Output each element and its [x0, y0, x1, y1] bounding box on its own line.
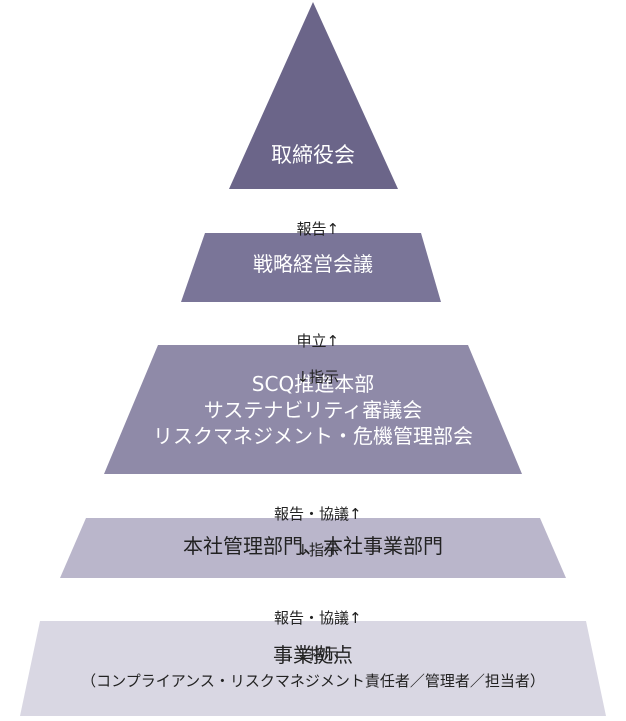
tier-3-line-2: サステナビリティ審議会 — [203, 398, 423, 422]
tier-2-line-1: 戦略経営会議 — [253, 252, 373, 276]
tier-4-line-1: 本社管理部門、本社事業部門 — [183, 534, 443, 558]
tier-4-label: 本社管理部門、本社事業部門 — [0, 535, 626, 558]
connector-3: 報告・協議↑ ↓指示 — [0, 487, 626, 559]
tier-4-shape — [60, 518, 566, 578]
tier-3-label: SCQ推進本部 サステナビリティ審議会 リスクマネジメント・危機管理部会 — [0, 371, 626, 449]
connector-4-up: 報告・協議↑ — [273, 609, 362, 627]
tier-5-shape — [20, 621, 606, 716]
tier-5-label: 事業拠点 （コンプライアンス・リスクマネジメント責任者／管理者／担当者） — [0, 639, 626, 691]
tier-5-line-1: 事業拠点 — [273, 643, 353, 667]
connector-4-down: ↓指示 — [296, 645, 340, 663]
connector-2-up: 申立↑ — [296, 332, 340, 350]
tier-1-label: 取締役会 — [0, 143, 626, 167]
connector-2: 申立↑ ↓指示 — [0, 314, 626, 386]
tier-1-line-1: 取締役会 — [271, 143, 355, 167]
tier-3-shape — [104, 345, 522, 474]
tier-3-line-1: SCQ推進本部 — [251, 372, 375, 396]
connector-3-up: 報告・協議↑ — [273, 505, 362, 523]
tier-3-line-3: リスクマネジメント・危機管理部会 — [153, 424, 473, 448]
connector-1: 報告↑ — [0, 202, 626, 238]
tier-5-line-2: （コンプライアンス・リスクマネジメント責任者／管理者／担当者） — [81, 672, 545, 690]
connector-1-up: 報告↑ — [296, 220, 340, 238]
connector-4: 報告・協議↑ ↓指示 — [0, 591, 626, 663]
tier-2-shape — [181, 233, 441, 302]
tier-1-shape — [229, 2, 398, 189]
connector-2-down: ↓指示 — [296, 368, 340, 386]
connector-3-down: ↓指示 — [296, 541, 340, 559]
tier-2-label: 戦略経営会議 — [0, 253, 626, 276]
